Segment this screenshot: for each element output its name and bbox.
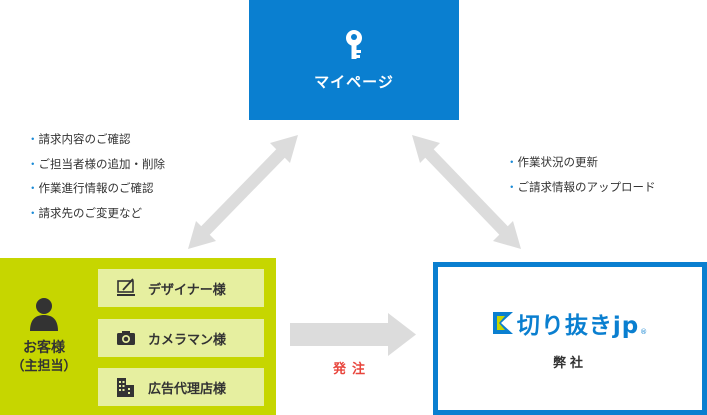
list-item: ご請求情報のアップロード (506, 175, 656, 200)
list-item: 作業状況の更新 (506, 150, 656, 175)
key-icon (346, 29, 362, 59)
list-item: 請求内容のご確認 (27, 127, 165, 152)
camera-label: カメラマン様 (148, 332, 227, 348)
customer-side: お客様 （主担当） (0, 258, 88, 415)
mypage-title: マイページ (314, 72, 394, 91)
list-item: ご担当者様の追加・削除 (27, 152, 166, 177)
camera-icon (117, 331, 135, 345)
company-label: 弊社 (552, 356, 587, 371)
person-icon (30, 297, 58, 331)
monitor-pen-icon (117, 278, 135, 296)
logo-text: 切り抜きjp (516, 313, 640, 339)
camera-item: カメラマン様 (98, 319, 264, 357)
company-task-list: 作業状況の更新 ご請求情報のアップロード (506, 150, 656, 199)
customer-role: （主担当） (11, 358, 77, 374)
agency-label: 広告代理店様 (148, 381, 227, 397)
list-item: 作業進行情報のご確認 (27, 176, 165, 201)
registered-mark: ® (640, 328, 648, 336)
company-logo: 切り抜きjp ® (492, 306, 648, 340)
customer-name: お客様 (23, 339, 65, 356)
mypage-box: マイページ (249, 0, 459, 120)
list-item: 請求先のご変更など (27, 201, 165, 226)
company-box: 切り抜きjp ® 弊社 (433, 262, 707, 415)
company-mypage-arrow (412, 135, 521, 249)
logo-mark-icon (492, 312, 513, 334)
order-arrow (290, 313, 416, 356)
building-icon (117, 378, 134, 397)
designer-label: デザイナー様 (148, 282, 226, 298)
agency-item: 広告代理店様 (98, 368, 264, 406)
customer-mypage-arrow (188, 135, 298, 249)
order-label: 発注 (333, 362, 372, 377)
customer-task-list: 請求内容のご確認 ご担当者様の追加・削除 作業進行情報のご確認 請求先のご変更な… (27, 127, 166, 226)
designer-item: デザイナー様 (98, 269, 264, 307)
customer-box: お客様 （主担当） デザイナー様 カメラマン様 (0, 258, 276, 415)
